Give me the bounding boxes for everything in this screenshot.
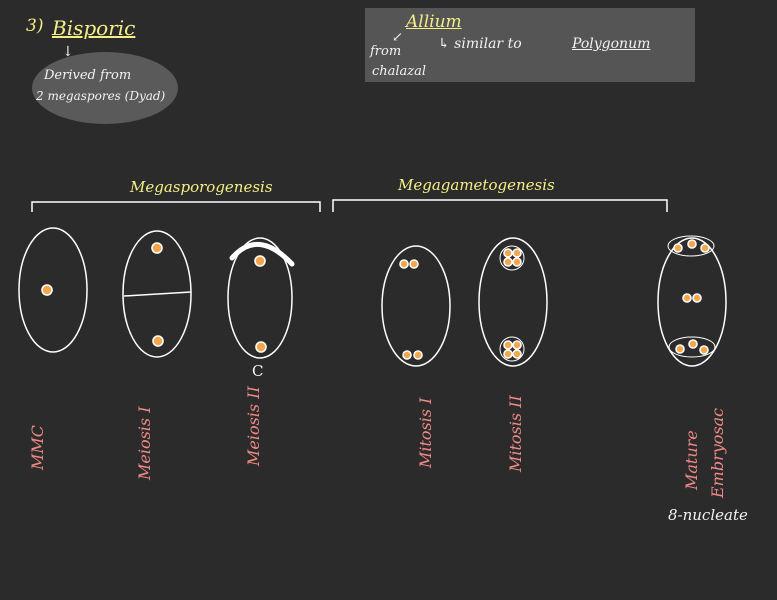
nucleus: [512, 349, 522, 359]
allium-title: Allium: [406, 12, 462, 32]
nucleus: [503, 248, 513, 258]
bracket-megasporogenesis: [31, 201, 321, 212]
nucleus: [402, 350, 412, 360]
nucleus: [512, 257, 522, 267]
cluster-ring: [499, 245, 525, 271]
nucleus: [512, 340, 522, 350]
nucleus: [503, 340, 513, 350]
curved-arrow-icon: ↙: [392, 30, 403, 45]
nucleus: [399, 259, 409, 269]
nucleus: [254, 255, 266, 267]
nucleus: [692, 293, 702, 303]
stage-label-embryosac: Embryosac: [708, 407, 727, 498]
note-chalazal: chalazal: [372, 64, 427, 79]
nucleus: [688, 339, 698, 349]
group-title-megasporogenesis: Megasporogenesis: [130, 178, 273, 196]
cell-mitosis-1: [381, 245, 451, 367]
group-title-megagametogenesis: Megagametogenesis: [398, 176, 555, 194]
cell-mitosis-2: [478, 237, 548, 367]
allium-note-box: [365, 8, 695, 82]
cluster-ring: [499, 336, 525, 362]
nucleus: [673, 243, 683, 253]
nucleus: [152, 335, 164, 347]
note-from: from: [370, 44, 402, 59]
nucleus: [503, 257, 513, 267]
degenerating-cap: [229, 241, 295, 267]
heading-number: 3): [26, 16, 44, 36]
bubble-line-1: Derived from: [44, 68, 132, 83]
bubble-line-2: 2 megaspores (Dyad): [36, 89, 166, 103]
nucleus: [409, 259, 419, 269]
derived-note-bubble: [32, 52, 178, 124]
cell-mature-embryosac: [657, 237, 727, 367]
cell-meiosis-1: [122, 230, 192, 358]
nucleus: [151, 242, 163, 254]
nucleus: [41, 284, 53, 296]
nucleus: [699, 345, 709, 355]
down-arrow-icon: ↓: [62, 44, 74, 60]
nucleus: [255, 341, 267, 353]
stage-label-meiosis-1: Meiosis I: [135, 406, 154, 480]
nucleus: [682, 293, 692, 303]
egg-apparatus-outline: [667, 235, 715, 257]
nucleus: [687, 239, 697, 249]
cell-meiosis-1-wall: [123, 291, 192, 297]
nucleus: [413, 350, 423, 360]
stage-label-mitosis-1: Mitosis I: [416, 397, 435, 468]
bracket-megagametogenesis: [332, 199, 668, 212]
stage-label-mitosis-2: Mitosis II: [506, 395, 525, 472]
cell-mmc: [18, 227, 88, 353]
nucleus-group: [41, 239, 710, 360]
mature-note: 8-nucleate: [668, 506, 748, 524]
stage-label-meiosis-2: Meiosis II: [244, 386, 263, 466]
antipodal-outline: [668, 336, 716, 358]
note-similar: ↳ similar to: [438, 36, 522, 52]
stage-label-mmc: MMC: [28, 424, 47, 470]
chalaza-mark: C: [252, 362, 264, 380]
note-polygonum: Polygonum: [572, 36, 651, 52]
stage-label-mature: Mature: [682, 430, 701, 490]
cell-meiosis-2: [227, 237, 293, 359]
nucleus: [512, 248, 522, 258]
nucleus: [675, 344, 685, 354]
nucleus: [700, 243, 710, 253]
heading-title: Bisporic: [52, 16, 136, 40]
nucleus: [503, 349, 513, 359]
